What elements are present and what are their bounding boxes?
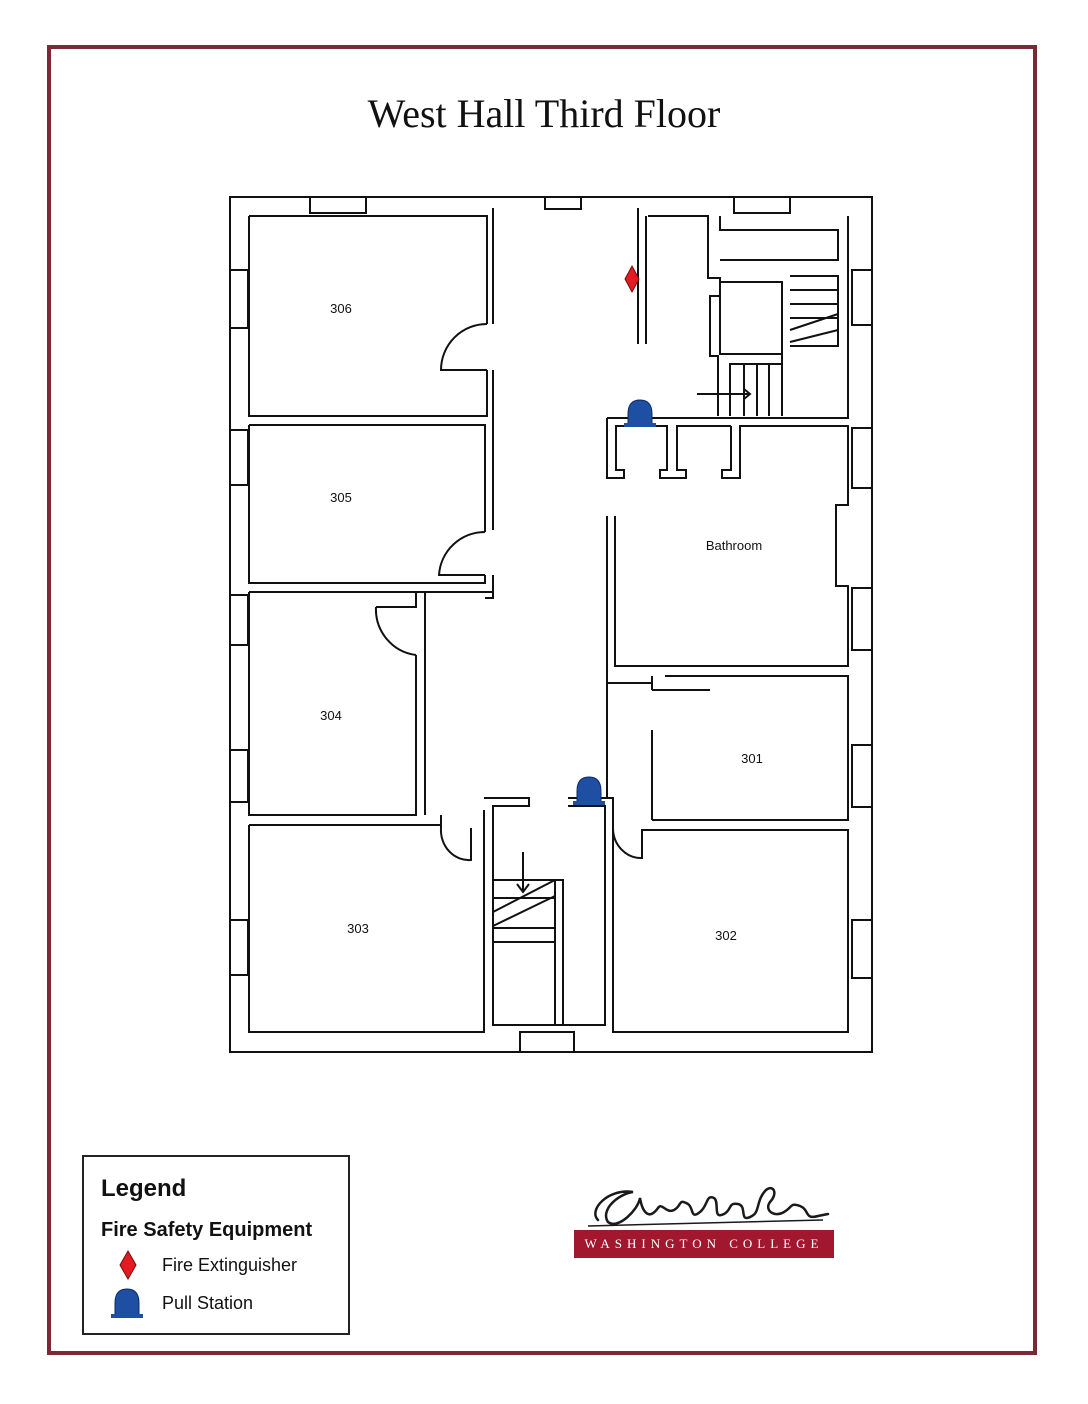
room-301-label: 301 (741, 751, 763, 766)
outer-wall (229, 196, 873, 1053)
room-303-label: 303 (347, 921, 369, 936)
fire-extinguisher-icon (119, 1249, 137, 1281)
map-title: West Hall Third Floor (367, 91, 721, 136)
pull-station-icon (111, 1288, 143, 1318)
fire-extinguisher-icon (624, 264, 640, 294)
page-border (47, 45, 1037, 1355)
legend-box: Legend Fire Safety Equipment Fire Exting… (82, 1155, 350, 1335)
pull-station-icon (573, 776, 605, 805)
signature-graphic (587, 1186, 830, 1227)
legend-subtitle: Fire Safety Equipment (101, 1219, 313, 1241)
room-306-label: 306 (330, 301, 352, 316)
room-305-label: 305 (330, 490, 352, 505)
legend-item-label: Fire Extinguisher (162, 1255, 298, 1275)
legend-item-label: Pull Station (162, 1293, 254, 1313)
legend-title: Legend (101, 1175, 187, 1202)
college-logo: WASHINGTON COLLEGE (570, 1180, 840, 1260)
logo-wordmark: WASHINGTON COLLEGE (574, 1230, 834, 1258)
room-304-label: 304 (320, 708, 342, 723)
room-302-label: 302 (715, 928, 737, 943)
pull-station-icon (624, 399, 656, 427)
bathroom-label: Bathroom (706, 538, 762, 553)
